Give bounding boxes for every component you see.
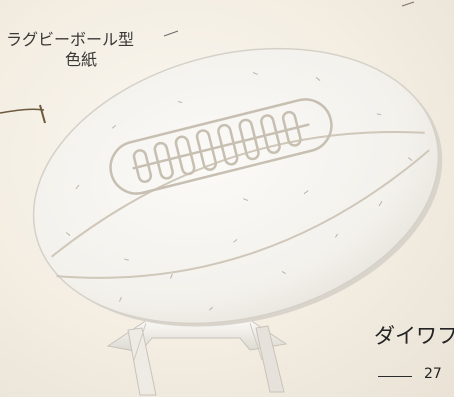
size-text: 27	[424, 366, 442, 382]
size-rule	[378, 376, 412, 377]
caption-line2: 色紙	[65, 50, 98, 69]
lace-stitches	[132, 110, 302, 184]
brand-text: ダイワフ	[374, 324, 454, 348]
lace-panel	[109, 98, 333, 195]
stand	[106, 319, 288, 396]
rugby-ball-board	[32, 47, 443, 327]
caption-line1: ラグビーボール型	[6, 30, 135, 49]
